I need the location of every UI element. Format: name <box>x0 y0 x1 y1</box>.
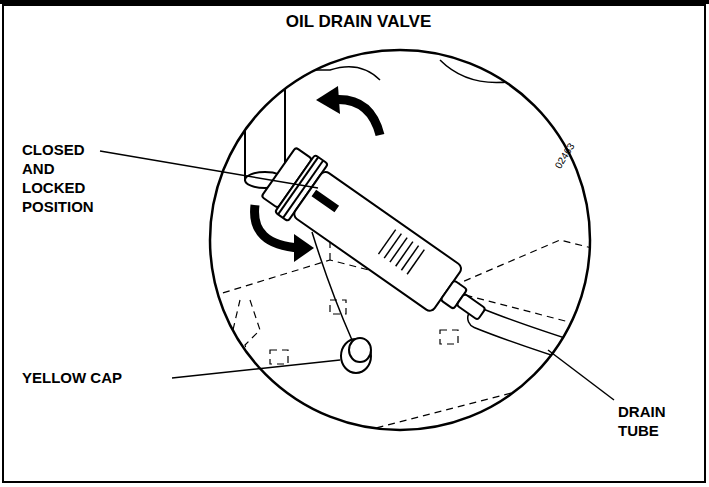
leader-lines <box>100 151 614 400</box>
diagram-title: OIL DRAIN VALVE <box>4 12 709 31</box>
turn-arrow <box>255 205 300 248</box>
supply-pipe <box>245 30 285 188</box>
drain-tube-fill <box>478 318 600 360</box>
arrowhead <box>294 234 314 262</box>
magnifier-circle <box>210 50 590 430</box>
part-label: CLOSED AND LOCKED POSITION <box>22 140 104 216</box>
arrowhead <box>316 86 340 114</box>
yellow-cap <box>341 338 371 373</box>
valve-body <box>258 143 501 343</box>
part-label: YELLOW CAP <box>22 368 172 387</box>
cap-tether <box>312 232 352 340</box>
drain-tube <box>478 318 600 360</box>
frame <box>3 5 705 482</box>
part-label: DRAIN TUBE <box>618 402 680 440</box>
magnified-view <box>200 30 600 470</box>
top-bar <box>0 0 709 4</box>
